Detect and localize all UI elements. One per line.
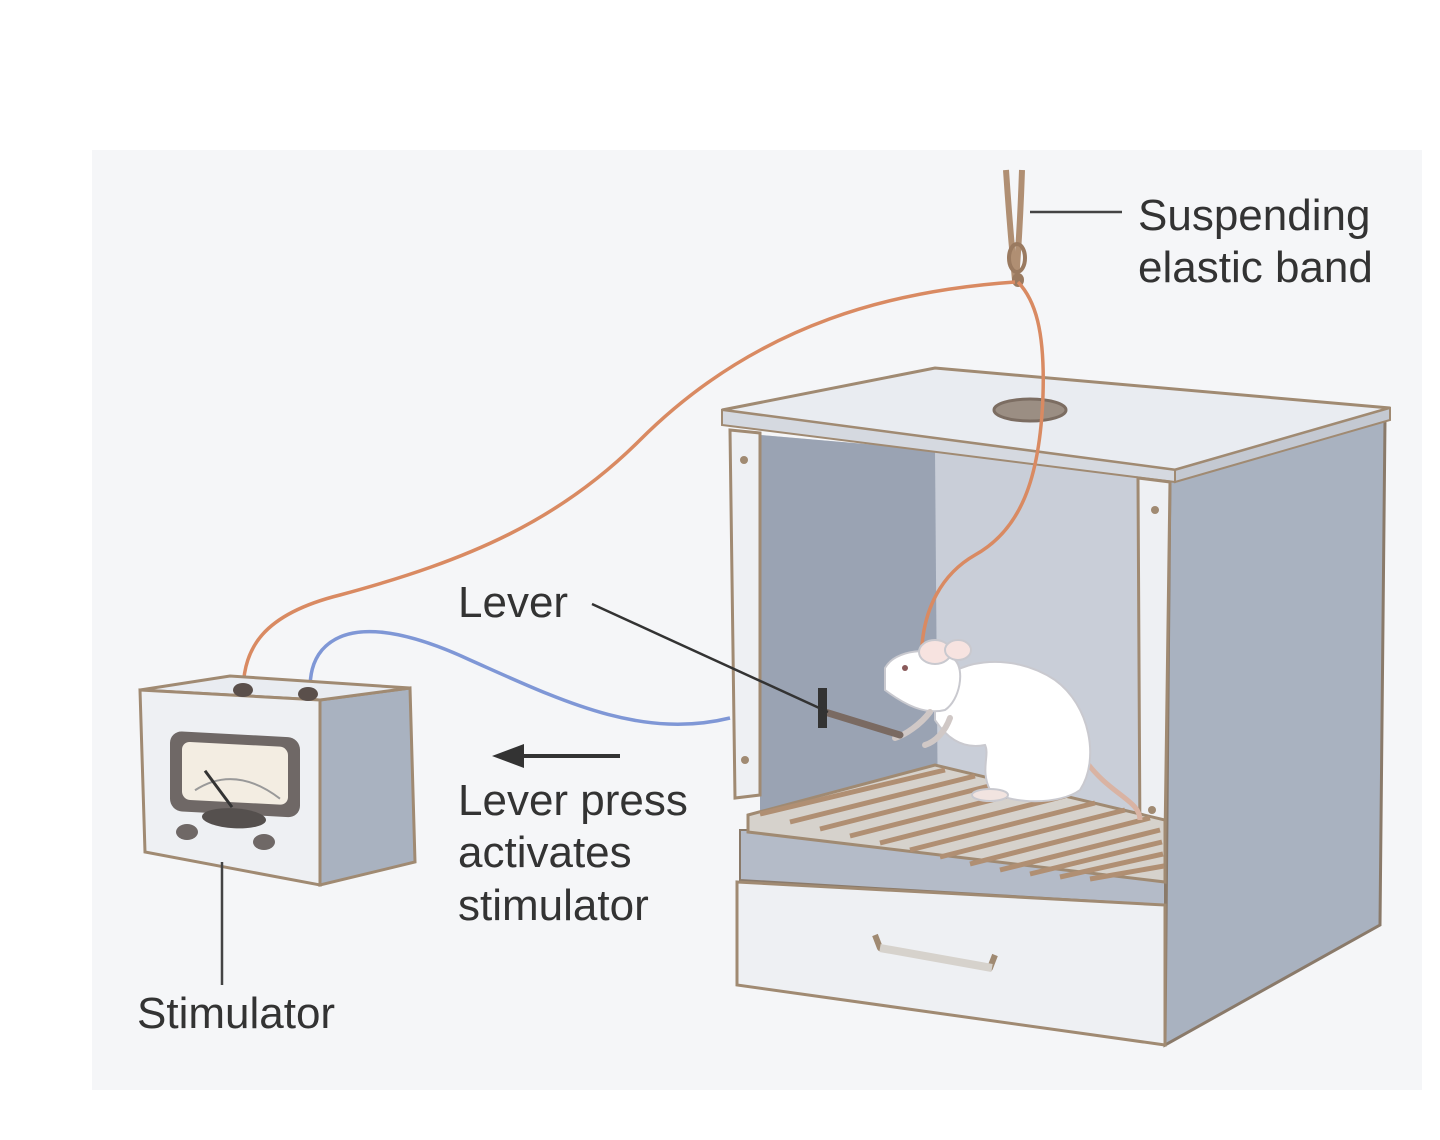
label-suspending-line2: elastic band — [1138, 243, 1373, 292]
label-lever-press-line2: activates — [458, 828, 632, 877]
rat-eye — [902, 665, 908, 671]
meter-dial — [194, 778, 281, 800]
left-front-post — [728, 428, 762, 800]
orange-wire-to-stimulator — [241, 280, 1016, 689]
label-lever-press-line3: stimulator — [458, 881, 649, 930]
knob-right — [253, 834, 275, 850]
blue-wire-lever-to-stimulator — [308, 629, 731, 726]
stimulator-device — [138, 674, 417, 887]
lever-label-leader — [591, 602, 829, 714]
meter-needle — [203, 769, 234, 809]
orange-wire-to-rat — [920, 280, 1046, 646]
operant-chamber — [721, 366, 1391, 1048]
label-suspending-line1: Suspending — [1138, 191, 1370, 240]
stimulator-side — [318, 686, 417, 887]
knob-left — [176, 824, 198, 840]
meter-face — [182, 741, 288, 805]
rat-body — [934, 660, 1092, 803]
lever — [818, 688, 904, 739]
rat-illustration — [884, 639, 1143, 821]
terminal-right — [298, 687, 318, 701]
rat-tail — [1082, 758, 1143, 821]
top-hole — [992, 397, 1068, 423]
label-lever-press-line1: Lever press — [458, 776, 688, 825]
terminal-left — [233, 683, 253, 697]
label-stimulator: Stimulator — [137, 989, 335, 1038]
label-lever: Lever — [458, 578, 568, 627]
left-arrow — [492, 744, 620, 768]
right-front-post — [1136, 476, 1172, 847]
chamber-top-right-edge — [1174, 406, 1391, 484]
